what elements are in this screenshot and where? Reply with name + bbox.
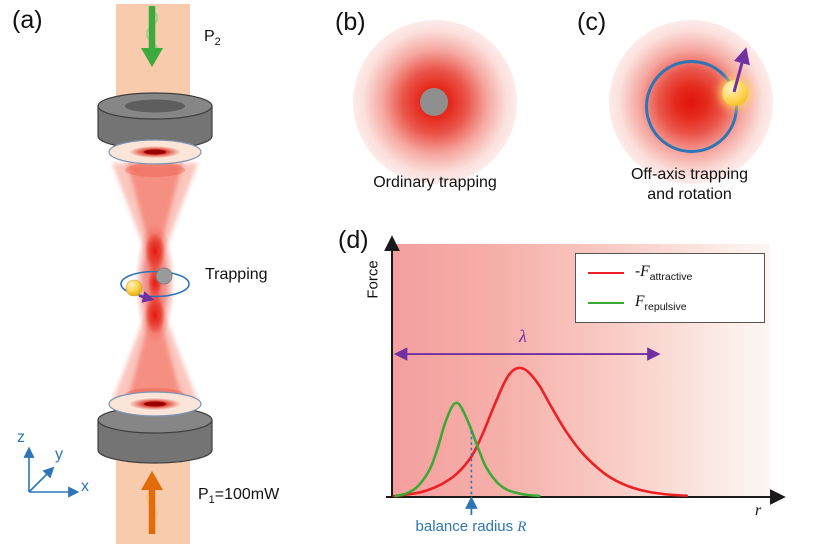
pump-top-power-label: P2 <box>204 28 221 48</box>
coordinate-axes <box>23 446 80 498</box>
legend-label-repulsive: Frepulsive <box>635 293 687 313</box>
panel-b: (b) Ordinary trapping <box>330 6 540 206</box>
rotation-direction-arrow <box>732 47 750 93</box>
balance-radius-text: balance radius <box>415 518 518 535</box>
r-axis-label: r <box>755 502 762 519</box>
pump-bottom-power-sub: 1 <box>208 494 215 507</box>
bottom-lens <box>108 391 202 417</box>
pump-bottom-power-label: P1=100mW <box>198 486 279 506</box>
lambda-label: λ <box>519 326 527 346</box>
pump-top-power-base: P <box>204 28 215 45</box>
panel-c-caption-line1: Off-axis trapping <box>630 166 749 183</box>
legend-attractive-symbol: F <box>640 262 650 280</box>
pump-bottom-arrow-head <box>141 471 163 490</box>
focus-lobe-upper <box>145 232 165 270</box>
legend-label-attractive: -Fattractive <box>635 263 692 283</box>
balance-radius-symbol: R <box>517 519 527 535</box>
panel-c-caption-line2: and rotation <box>647 186 732 203</box>
y-axis-arrow <box>28 466 55 493</box>
x-axis-label: x <box>81 478 89 495</box>
panel-d-label: (d) <box>338 226 369 254</box>
y-axis-label: y <box>55 446 63 463</box>
legend-row-repulsive: Frepulsive <box>588 293 752 313</box>
pump-bottom-power-suffix: =100mW <box>214 486 280 503</box>
legend-row-attractive: -Fattractive <box>588 263 752 283</box>
panel-b-label: (b) <box>335 8 366 36</box>
rotation-arrow <box>138 291 155 303</box>
beam-near-top-lens <box>125 163 185 177</box>
setup-schematic-svg <box>23 4 213 544</box>
pump-bottom-power-base: P <box>198 486 209 503</box>
force-axis-label: Force <box>364 260 382 299</box>
focus-lobe-lower <box>145 296 165 334</box>
panel-b-caption: Ordinary trapping <box>373 174 497 191</box>
z-axis-label: z <box>17 429 25 446</box>
legend-line-repulsive <box>588 302 624 305</box>
gray-particle <box>155 267 173 285</box>
panel-c: (c) Off-axis trapping and rotation <box>572 6 807 221</box>
legend-attractive-prefix: - <box>635 262 641 280</box>
top-lens <box>108 139 202 165</box>
panel-c-label: (c) <box>577 8 607 36</box>
pump-top-arrow-head <box>141 48 163 67</box>
legend-repulsive-symbol: F <box>635 293 645 310</box>
pump-top-power-sub: 2 <box>214 36 221 49</box>
panel-a-label: (a) <box>12 6 43 34</box>
orbit-ring <box>645 60 738 153</box>
panel-a: (a) P2 Trapping P1=100mW z y x <box>0 0 335 544</box>
legend-line-attractive <box>588 271 624 274</box>
panel-d: (d) Force r λ <box>335 226 813 544</box>
balance-radius-label: balance radius R <box>386 518 556 536</box>
top-objective-aperture <box>125 99 185 113</box>
plot-legend: -Fattractive Frepulsive <box>575 253 765 323</box>
legend-attractive-sub: attractive <box>649 271 693 283</box>
trapped-particle-b <box>420 88 448 116</box>
curve-repulsive <box>394 401 541 498</box>
curve-attractive <box>392 366 689 498</box>
trapping-label: Trapping <box>205 266 268 283</box>
rotation-direction-svg <box>732 47 750 93</box>
legend-repulsive-sub: repulsive <box>644 301 687 314</box>
force-plot-svg <box>384 235 786 515</box>
orbit-ellipse <box>120 270 190 298</box>
gold-particle <box>125 279 143 297</box>
top-objective <box>97 92 213 150</box>
